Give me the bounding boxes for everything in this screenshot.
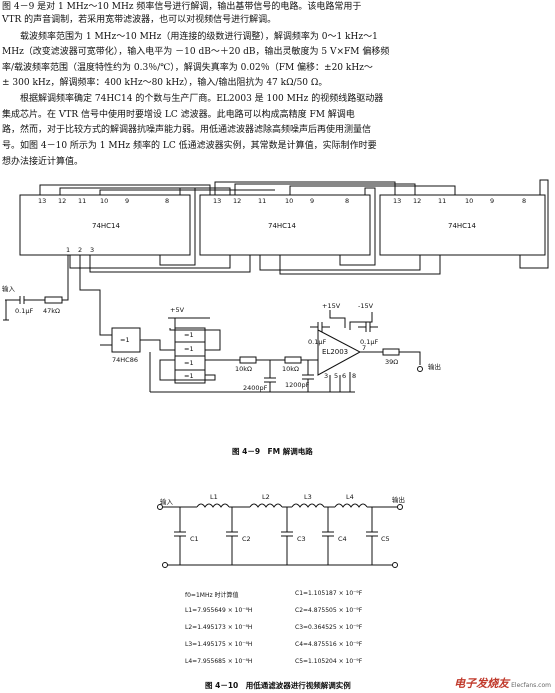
chip-label-1: 74HC14 <box>92 222 120 230</box>
c5-label-lc: C5 <box>381 535 390 543</box>
para-line-9: 路，然而，对于比较方式的解调器抗噪声能力弱。用低通滤波器滤除高频噪声后再使用测量… <box>2 125 372 135</box>
pin-8-b: 8 <box>345 197 350 205</box>
r1-label: 10kΩ <box>235 365 253 373</box>
xor-sym-main: =1 <box>120 336 130 344</box>
para-line-2: VTR 的声音调制，若采用宽带滤波器，也可以对视频信号进行解调。 <box>2 15 277 25</box>
r2-label: 10kΩ <box>282 365 300 373</box>
chip-label-3: 74HC14 <box>448 222 476 230</box>
minus15-label: -15V <box>358 302 374 310</box>
pin-8-a: 8 <box>165 197 170 205</box>
para-line-11: 想办法接近计算值。 <box>2 157 84 167</box>
amp-pin-3: 3 <box>324 372 329 380</box>
pin-10-b: 10 <box>285 197 294 205</box>
l1-label: L1 <box>210 493 218 501</box>
amp-pin-7: 7 <box>362 344 367 352</box>
lc-output-label: 输出 <box>392 496 405 504</box>
c1-label: 2400pF <box>243 384 268 392</box>
input-label: 输入 <box>2 285 15 293</box>
amp-pin-8: 8 <box>352 372 357 380</box>
l2-value: L2=1.495173 × 10⁻⁶H <box>185 624 253 631</box>
lc-header: f0=1MHz 时计算值 <box>185 592 239 599</box>
pin-11-c: 11 <box>438 197 447 205</box>
plus5-label: +5V <box>170 306 185 314</box>
chip-74hc14-1 <box>19 194 191 256</box>
pin-12-b: 12 <box>233 197 242 205</box>
cm-label: 0.1μF <box>360 338 379 346</box>
xor-sym-3: =1 <box>184 359 194 367</box>
lc-input-label: 输入 <box>160 498 173 506</box>
pin-13-c: 13 <box>393 197 402 205</box>
l3-label: L3 <box>304 493 312 501</box>
el2003-amp <box>317 329 362 376</box>
c2-value: C2=4.875505 × 10⁻⁹F <box>295 607 363 614</box>
cp-label: 0.1μF <box>308 338 327 346</box>
amp-pin-5: 5 <box>334 372 339 380</box>
c1-label-lc: C1 <box>190 535 199 543</box>
amp-pin-6: 6 <box>342 372 347 380</box>
para-line-6: ± 300 kHz，解调频率：400 kHz～80 kHz），输入/输出阻抗为 … <box>2 78 328 88</box>
c1-value: C1=1.105187 × 10⁻⁹F <box>295 590 363 597</box>
pin-10-a: 10 <box>100 197 109 205</box>
watermark-text: 电子发烧友 <box>454 677 510 690</box>
pin-9-a: 9 <box>125 197 130 205</box>
pin-3-a: 3 <box>90 246 95 254</box>
c2-label-lc: C2 <box>242 535 251 543</box>
chip-74hc14-2 <box>199 194 371 256</box>
l2-label: L2 <box>262 493 270 501</box>
c4-label-lc: C4 <box>338 535 347 543</box>
l4-value: L4=7.955685 × 10⁻⁶H <box>185 658 253 665</box>
pin-13-b: 13 <box>213 197 222 205</box>
fig-4-10-caption: 图 4－10 用低通滤波器进行视频解调实例 <box>205 681 351 690</box>
plus15-label: +15V <box>322 302 341 310</box>
pin-9-b: 9 <box>310 197 315 205</box>
r-in-label: 47kΩ <box>43 307 61 315</box>
xor-gate-main <box>111 327 141 353</box>
pin-12-a: 12 <box>58 197 67 205</box>
xor-sym-4: =1 <box>184 372 194 380</box>
pin-1-a: 1 <box>66 246 71 254</box>
amp-label: EL2003 <box>322 348 349 356</box>
xor-sym-2: =1 <box>184 345 194 353</box>
c5-value: C5=1.105204 × 10⁻⁹F <box>295 658 363 665</box>
l3-value: L3=1.495175 × 10⁻⁶H <box>185 641 253 648</box>
pin-2-a: 2 <box>78 246 83 254</box>
l4-label: L4 <box>346 493 354 501</box>
para-line-3: 载波频率范围为 1 MHz～10 MHz（用连接的级数进行调整），解调频率为 0… <box>20 32 378 42</box>
pin-13-a: 13 <box>38 197 47 205</box>
output-label: 输出 <box>428 363 441 371</box>
pin-8-c: 8 <box>522 197 527 205</box>
xor-chip-label: 74HC86 <box>112 356 138 364</box>
r-out-label: 39Ω <box>385 358 399 366</box>
pin-10-c: 10 <box>465 197 474 205</box>
c3-label-lc: C3 <box>297 535 306 543</box>
c2-label: 1200pF <box>285 381 310 389</box>
chip-74hc14-3 <box>379 194 546 256</box>
c4-value: C4=4.875516 × 10⁻⁹F <box>295 641 363 648</box>
para-line-4: MHz（改变滤波器可宽带化），输入电平为 －10 dB～＋20 dB，输出灵敏度… <box>2 47 390 57</box>
fig-4-9-caption: 图 4－9 FM 解调电路 <box>232 447 313 456</box>
para-line-8: 集成芯片。在 VTR 信号中使用时要增设 LC 滤波器。此电路可以构成高精度 F… <box>2 110 355 120</box>
pin-11-a: 11 <box>78 197 87 205</box>
pin-11-b: 11 <box>258 197 267 205</box>
c3-value: C3=0.364525 × 10⁻⁹F <box>295 624 363 631</box>
xor-sym-1: =1 <box>184 331 194 339</box>
pin-9-c: 9 <box>490 197 495 205</box>
l1-value: L1=7.955649 × 10⁻⁶H <box>185 607 253 614</box>
para-line-7: 根据解调频率确定 74HC14 的个数与生产厂商。EL2003 是 100 MH… <box>20 94 384 104</box>
pin-12-c: 12 <box>413 197 422 205</box>
watermark-url: Elecfans.com <box>511 682 551 689</box>
c-in-label: 0.1μF <box>15 307 34 315</box>
para-line-1: 图 4－9 是对 1 MHz～10 MHz 频率信号进行解调，输出基带信号的电路… <box>2 2 362 12</box>
chip-label-2: 74HC14 <box>268 222 296 230</box>
para-line-10: 号。如图 4－10 所示为 1 MHz 频率的 LC 低通滤波器实例，其常数是计… <box>2 141 377 151</box>
para-line-5: 率/载波频率范围（温度特性约为 0.3％/℃），解调失真率为 0.02％（FM … <box>2 63 373 73</box>
